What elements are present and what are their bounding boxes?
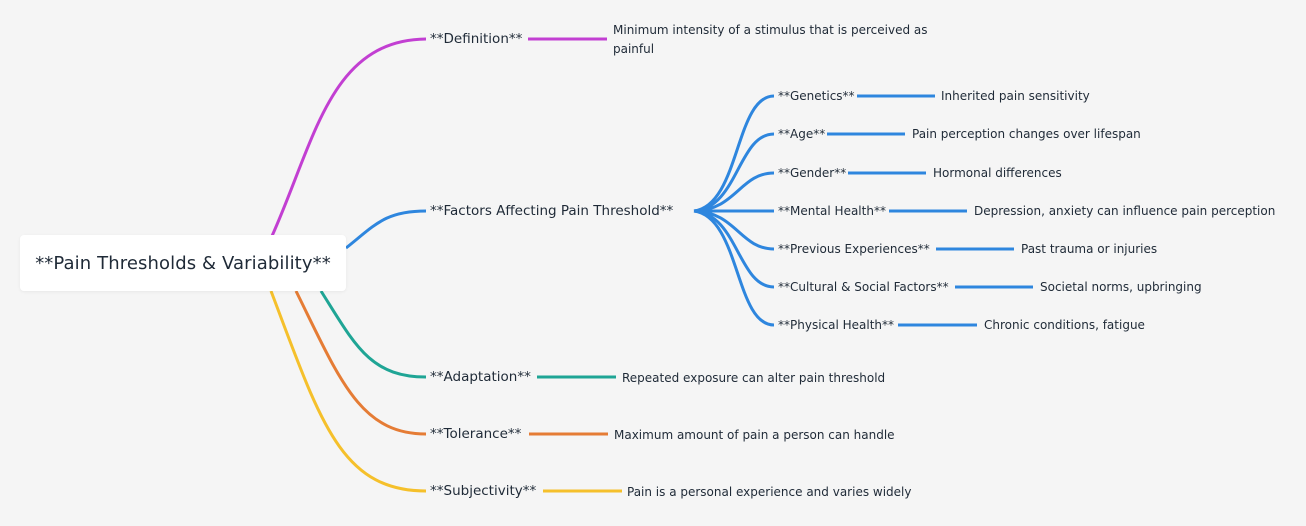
connector-definition: [270, 37, 427, 237]
topic-mental-health[interactable]: **Mental Health**: [778, 204, 886, 218]
topic-factors[interactable]: **Factors Affecting Pain Threshold**: [430, 203, 674, 219]
detail-tolerance[interactable]: Maximum amount of pain a person can hand…: [614, 428, 895, 442]
detail-age[interactable]: Pain perception changes over lifespan: [912, 127, 1141, 141]
topic-gender[interactable]: **Gender**: [778, 166, 847, 180]
connector-genetics: [693, 94, 775, 213]
connector-adaptation: [319, 290, 427, 379]
detail-adaptation[interactable]: Repeated exposure can alter pain thresho…: [622, 371, 886, 385]
root-topic[interactable]: **Pain Thresholds & Variability**: [20, 235, 346, 291]
topic-previous-experiences[interactable]: **Previous Experiences**: [778, 242, 930, 256]
topic-physical-health[interactable]: **Physical Health**: [778, 318, 895, 332]
topic-subjectivity[interactable]: **Subjectivity**: [430, 483, 537, 499]
connector-age: [693, 132, 775, 213]
connector-cultural-social: [693, 209, 775, 289]
topic-age[interactable]: **Age**: [778, 127, 826, 141]
connector-subjectivity: [269, 290, 427, 493]
topic-genetics[interactable]: **Genetics**: [778, 89, 855, 103]
topic-definition[interactable]: **Definition**: [430, 31, 523, 47]
detail-gender[interactable]: Hormonal differences: [933, 166, 1062, 180]
detail-mental-health[interactable]: Depression, anxiety can influence pain p…: [974, 204, 1276, 218]
topic-tolerance[interactable]: **Tolerance**: [430, 426, 522, 442]
root-topic-label: **Pain Thresholds & Variability**: [35, 252, 331, 274]
connector-factors: [345, 209, 427, 250]
detail-definition[interactable]: Minimum intensity of a stimulus that is …: [613, 23, 928, 56]
topic-adaptation[interactable]: **Adaptation**: [430, 369, 531, 385]
detail-subjectivity[interactable]: Pain is a personal experience and varies…: [627, 485, 912, 499]
connector-tolerance: [294, 290, 427, 436]
connector-physical-health: [693, 209, 775, 327]
topic-cultural-social[interactable]: **Cultural & Social Factors**: [778, 280, 949, 294]
connector-gender: [693, 171, 775, 213]
detail-genetics[interactable]: Inherited pain sensitivity: [941, 89, 1090, 103]
detail-previous-experiences[interactable]: Past trauma or injuries: [1021, 242, 1158, 256]
detail-cultural-social[interactable]: Societal norms, upbringing: [1040, 280, 1202, 294]
detail-physical-health[interactable]: Chronic conditions, fatigue: [984, 318, 1145, 332]
